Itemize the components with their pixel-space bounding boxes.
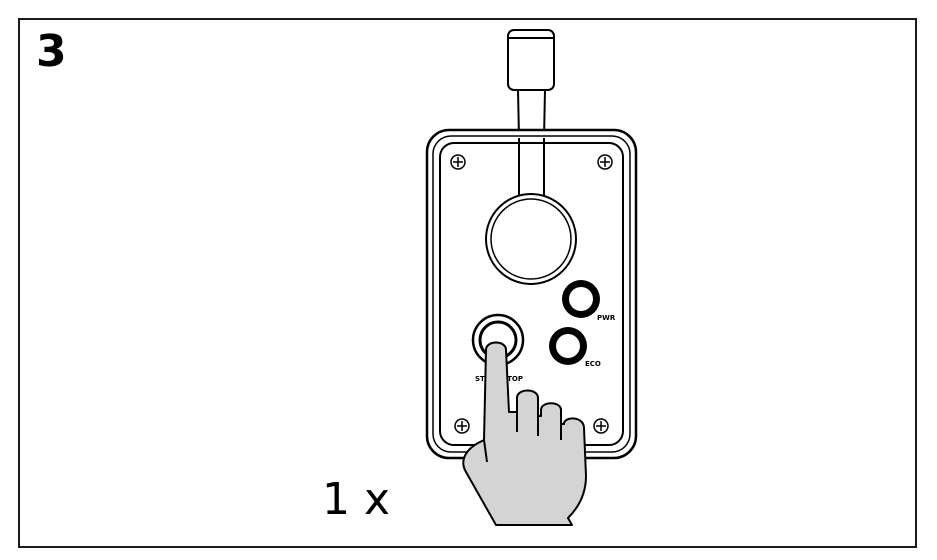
figure-frame	[18, 18, 917, 548]
control-housing	[425, 128, 638, 460]
eco-button[interactable]: ECO	[549, 327, 601, 368]
step-number: 3	[36, 26, 67, 77]
lever-slot	[485, 138, 577, 285]
pwr-button[interactable]: PWR	[562, 280, 616, 322]
pwr-label: PWR	[597, 314, 616, 322]
throttle-lever-icon	[507, 29, 555, 139]
screw-icon	[450, 154, 613, 434]
eco-label: ECO	[585, 360, 601, 368]
repeat-count: 1 x	[322, 474, 391, 525]
hand-press-icon	[462, 341, 587, 526]
